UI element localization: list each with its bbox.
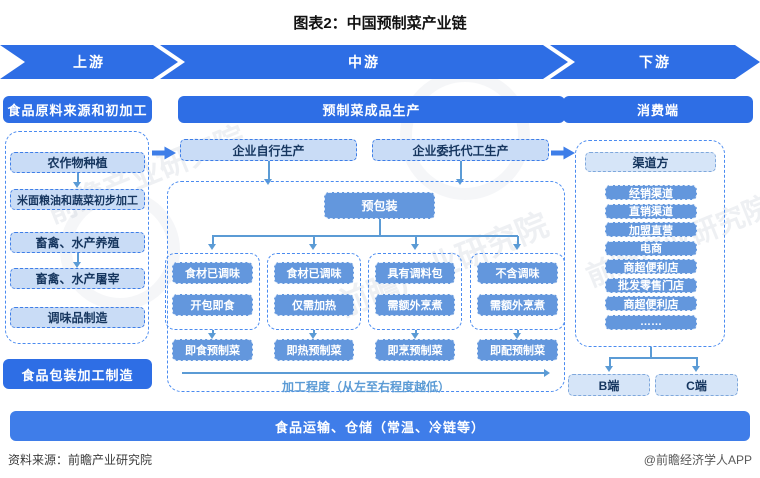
arrow-down-icon: [73, 262, 81, 268]
midstream-header: 预制菜成品生产: [178, 96, 565, 123]
connector: [268, 161, 270, 179]
arrow-down-icon: [513, 244, 521, 250]
result-box: 即食预制菜: [172, 339, 253, 361]
connector: [517, 330, 519, 333]
connector: [313, 330, 315, 333]
channel-box-more: ……: [605, 314, 697, 330]
c-end-box: C端: [655, 374, 738, 396]
channel-box: 直销渠道: [605, 203, 697, 219]
channel-box: 商超便利店: [605, 296, 697, 311]
raw-box-crop: 农作物种植: [10, 152, 145, 173]
upstream-header: 食品原料来源和初加工: [3, 96, 152, 123]
chevron-midstream: 中游: [160, 45, 568, 79]
arrow-down-icon: [411, 333, 419, 339]
raw-box-slaughter: 畜禽、水产屠宰: [10, 268, 145, 289]
group-seasoning: 食材已调味: [274, 262, 354, 284]
connector: [517, 236, 519, 244]
upstream-container: [5, 131, 149, 344]
page-title: 图表2：中国预制菜产业链: [293, 15, 467, 32]
group-cooking: 仅需加热: [274, 294, 354, 316]
logistics-bar: 食品运输、仓储（常温、冷链等）: [10, 411, 750, 441]
arrow-down-icon: [513, 333, 521, 339]
group-seasoning: 食材已调味: [172, 262, 253, 284]
group-seasoning: 具有调料包: [375, 262, 455, 284]
connector: [212, 235, 518, 237]
channel-box: 批发零售门店: [605, 277, 697, 293]
raw-box-grain: 米面粮油和蔬菜初步加工: [10, 189, 145, 210]
channel-box: 电商: [605, 240, 697, 256]
arrow-down-icon: [208, 244, 216, 250]
arrow-down-icon: [309, 333, 317, 339]
arrow-down-icon: [208, 333, 216, 339]
prepack-box: 预包装: [324, 192, 435, 219]
result-box: 即热预制菜: [274, 339, 354, 361]
raw-box-seasoning: 调味品制造: [10, 307, 145, 328]
group-box: [470, 253, 565, 330]
result-box: 即配预制菜: [477, 339, 558, 361]
arrow-down-icon: [605, 366, 613, 372]
connector: [77, 173, 79, 182]
chevron-upstream: 上游: [0, 45, 178, 79]
producer-self-box: 企业自行生产: [180, 139, 357, 161]
degree-axis-line: [182, 372, 544, 374]
chevron-downstream: 下游: [550, 45, 760, 79]
arrow-down-icon: [411, 244, 419, 250]
connector: [609, 357, 611, 366]
group-box: [368, 253, 462, 330]
channel-box: 经销渠道: [605, 185, 697, 200]
connector: [212, 236, 214, 244]
connector: [696, 357, 698, 366]
connector: [460, 161, 462, 179]
degree-label: 加工程度（从左至右程度越低）: [281, 380, 450, 394]
connector: [609, 357, 697, 359]
arrow-right-icon: [544, 368, 550, 377]
connector: [313, 236, 315, 244]
producer-oem-box: 企业委托代工生产: [372, 139, 549, 161]
connector: [77, 253, 79, 262]
arrow-down-icon: [456, 179, 464, 185]
arrow-down-icon: [692, 366, 700, 372]
group-cooking: 开包即食: [172, 294, 253, 316]
arrow-down-icon: [309, 244, 317, 250]
channel-box: 加盟直营: [605, 222, 697, 237]
connector: [415, 330, 417, 333]
group-seasoning: 不含调味: [477, 262, 558, 284]
connector: [212, 330, 214, 333]
source-note: 资料来源：前瞻产业研究院: [8, 453, 153, 467]
channel-box: 商超便利店: [605, 259, 697, 274]
downstream-container: [575, 140, 725, 347]
connector: [650, 347, 652, 357]
b-end-box: B端: [568, 374, 650, 396]
arrow-down-icon: [73, 182, 81, 188]
packaging-box: 食品包装加工制造: [3, 359, 152, 389]
connector: [415, 236, 417, 244]
group-box: [267, 253, 361, 330]
group-cooking: 需额外烹煮: [477, 294, 558, 316]
connector: [379, 219, 381, 235]
result-box: 即烹预制菜: [375, 339, 455, 361]
downstream-header: 消费端: [563, 96, 753, 123]
group-box: [165, 253, 260, 330]
arrow-down-icon: [264, 179, 272, 185]
credit-note: @前瞻经济学人APP: [643, 453, 752, 467]
channel-header-box: 渠道方: [585, 152, 716, 172]
raw-box-breeding: 畜禽、水产养殖: [10, 232, 145, 253]
group-cooking: 需额外烹煮: [375, 294, 455, 316]
